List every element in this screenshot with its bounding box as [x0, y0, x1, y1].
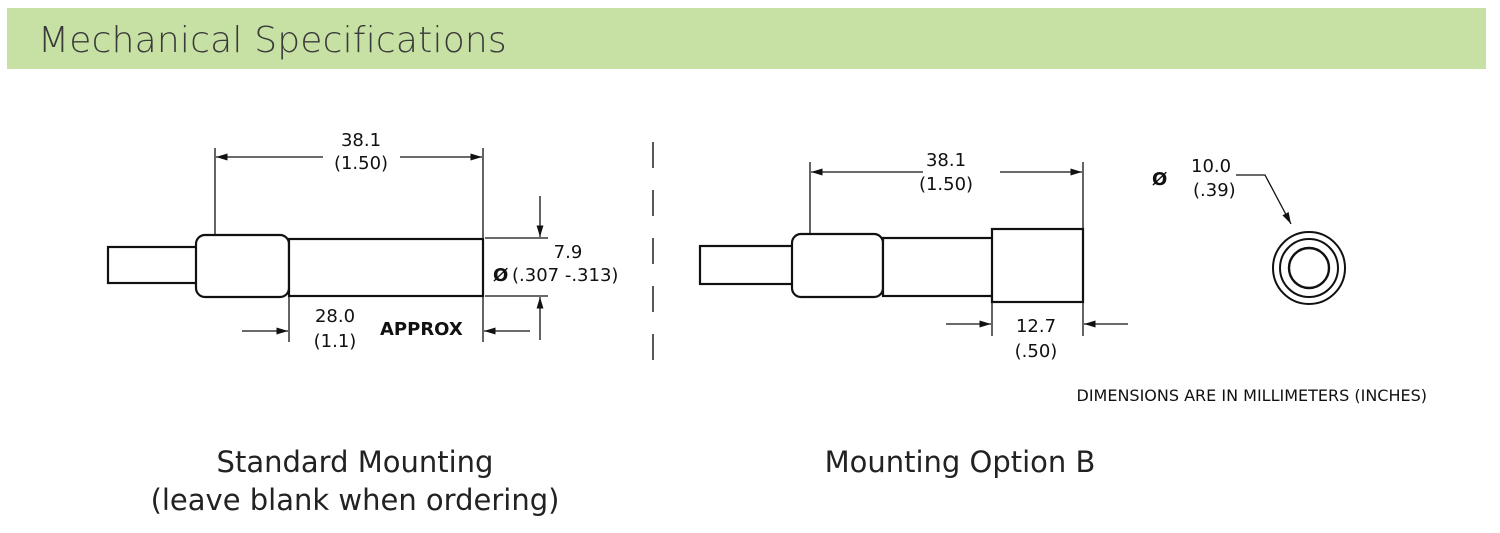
approx-label: APPROX [380, 319, 463, 340]
end-diameter-symbol: Ø [1152, 169, 1167, 190]
standard-body-in: (1.1) [314, 331, 357, 352]
section-header: Mechanical Specifications [7, 8, 1486, 69]
end-view-outer [1272, 231, 1346, 305]
end-collar-b [990, 227, 1085, 304]
standard-length-mm: 38.1 [341, 130, 381, 151]
option-b-caption: Mounting Option B [824, 445, 1096, 479]
shaft-tip [106, 245, 205, 285]
end-view-middle [1279, 238, 1339, 298]
units-note: DIMENSIONS ARE IN MILLIMETERS (INCHES) [1077, 386, 1428, 405]
standard-caption-line1: Standard Mounting [216, 445, 494, 479]
shaft-tip-b [698, 244, 800, 286]
option-b-collar-in: (.50) [1015, 341, 1058, 362]
option-b-collar-mm: 12.7 [1016, 316, 1056, 337]
end-view-inner [1287, 246, 1331, 290]
standard-diameter-mm: 7.9 [554, 242, 583, 263]
option-b-length-mm: 38.1 [926, 150, 966, 171]
standard-mounting-drawing [106, 148, 548, 342]
standard-caption-line2: (leave blank when ordering) [150, 483, 560, 517]
option-b-length-in: (1.50) [919, 174, 973, 195]
option-b-drawing [698, 162, 1346, 336]
sensor-body [287, 237, 485, 298]
collar-b [790, 232, 885, 299]
standard-diameter-in: (.307 -.313) [512, 265, 618, 286]
standard-caption: Standard Mounting (leave blank when orde… [130, 443, 580, 519]
end-diameter-in: (.39) [1193, 180, 1236, 201]
standard-body-mm: 28.0 [315, 306, 355, 327]
standard-length-in: (1.50) [334, 153, 388, 174]
section-title: Mechanical Specifications [38, 20, 507, 61]
collar [194, 233, 291, 299]
sensor-body-b [881, 236, 995, 298]
diameter-symbol: Ø [493, 265, 508, 286]
end-diameter-mm: 10.0 [1191, 156, 1231, 177]
